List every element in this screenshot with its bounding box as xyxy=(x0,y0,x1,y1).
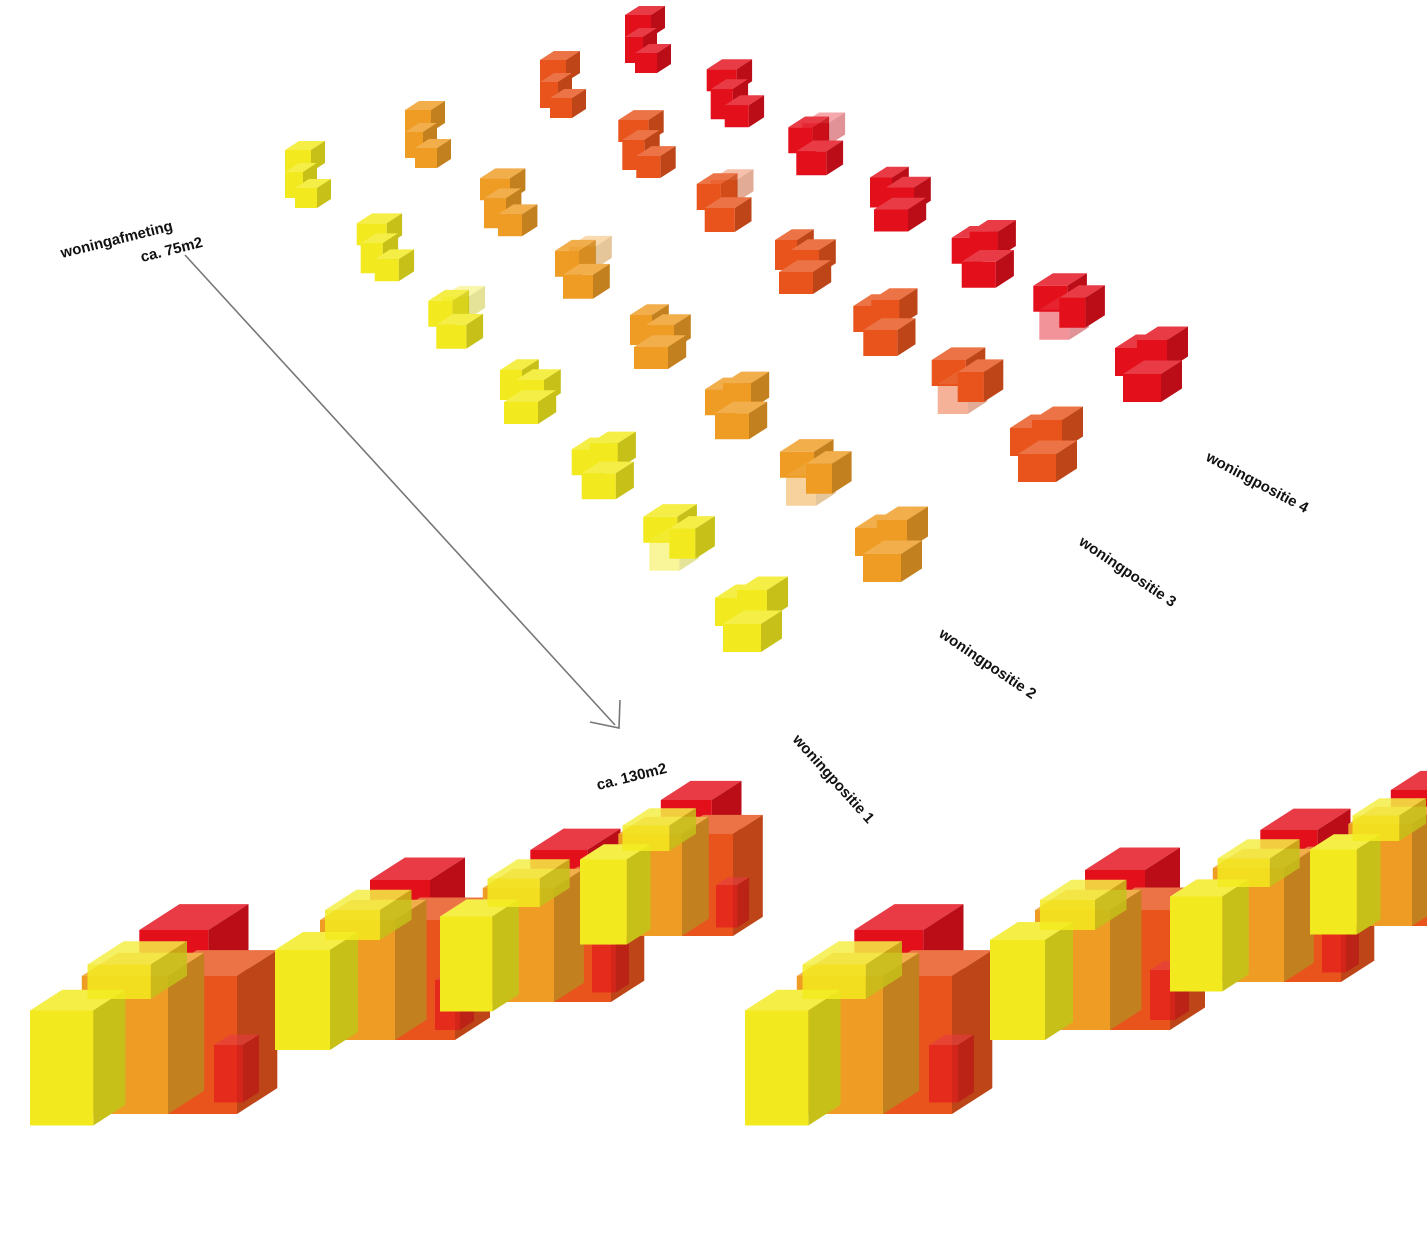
unit-3-3 xyxy=(696,169,754,232)
cluster-5 xyxy=(745,904,993,1126)
cluster-block xyxy=(1170,879,1249,992)
unit-block xyxy=(374,249,415,282)
unit-4-4 xyxy=(870,166,931,232)
unit-2-7 xyxy=(855,506,928,582)
unit-1-7 xyxy=(715,576,788,652)
cluster-block xyxy=(440,899,519,1012)
unit-block xyxy=(710,169,754,202)
unit-2-4 xyxy=(630,304,691,369)
position-2-label: woningpositie 2 xyxy=(935,625,1039,703)
cluster-block xyxy=(580,844,651,945)
unit-3-4 xyxy=(775,229,836,294)
cluster-1 xyxy=(30,904,278,1126)
cluster-block xyxy=(30,989,126,1126)
unit-block xyxy=(1018,440,1077,482)
cluster-block xyxy=(1040,879,1127,930)
unit-2-3 xyxy=(555,235,612,299)
unit-1-6 xyxy=(643,504,715,571)
unit-3-7 xyxy=(1010,406,1083,482)
unit-block xyxy=(669,516,715,559)
unit-1-4 xyxy=(500,359,561,424)
cluster-block xyxy=(87,941,187,999)
cluster-block xyxy=(622,808,696,851)
size-arrow xyxy=(184,254,621,729)
cluster-8 xyxy=(1310,770,1427,935)
unit-block xyxy=(863,318,916,356)
position-4-label: woningpositie 4 xyxy=(1202,448,1312,517)
unit-block xyxy=(636,146,676,178)
cluster-block xyxy=(1352,798,1426,841)
unit-1-2 xyxy=(356,213,415,282)
cluster-block xyxy=(802,941,902,999)
unit-block xyxy=(569,235,612,269)
position-3-label: woningpositie 3 xyxy=(1075,533,1179,611)
unit-block xyxy=(415,139,451,168)
unit-3-6 xyxy=(931,347,1004,414)
unit-block xyxy=(1059,285,1105,328)
cluster-block xyxy=(275,932,358,1050)
unit-2-1 xyxy=(405,101,451,168)
unit-block xyxy=(442,285,486,319)
unit-3-5 xyxy=(853,288,918,356)
unit-block xyxy=(863,540,922,582)
unit-4-2 xyxy=(706,59,765,128)
assembled-clusters-layer xyxy=(30,770,1427,1126)
unit-block xyxy=(874,197,927,232)
unit-block xyxy=(806,451,852,494)
unit-1-3 xyxy=(428,285,486,349)
unit-4-5 xyxy=(951,220,1016,288)
unit-block xyxy=(715,401,768,440)
unit-block xyxy=(802,112,846,146)
cluster-4 xyxy=(580,780,763,945)
cluster-block xyxy=(990,922,1073,1040)
unit-block xyxy=(635,44,671,73)
unit-3-2 xyxy=(618,110,676,178)
unit-block xyxy=(504,390,557,424)
unit-block xyxy=(704,197,752,232)
unit-4-6 xyxy=(1033,273,1105,340)
position-1-label: woningpositie 1 xyxy=(788,731,877,827)
unit-block xyxy=(498,204,538,237)
cluster-block xyxy=(325,889,412,940)
unit-2-2 xyxy=(480,168,538,237)
unit-block xyxy=(957,359,1004,402)
unit-block xyxy=(961,250,1014,288)
unit-block xyxy=(969,220,1016,258)
unit-block xyxy=(634,335,687,369)
unit-block xyxy=(581,461,634,500)
unit-1-1 xyxy=(285,141,331,208)
unit-4-1 xyxy=(625,6,671,73)
cluster-block xyxy=(592,936,629,993)
unit-block xyxy=(737,576,788,620)
unit-block xyxy=(796,140,844,176)
cluster-block xyxy=(487,859,570,907)
unit-block xyxy=(723,610,782,652)
cluster-block xyxy=(929,1034,974,1103)
unit-blocks-layer xyxy=(285,6,1188,652)
size-max-label: ca. 130m2 xyxy=(595,760,669,794)
unit-4-3 xyxy=(788,112,846,176)
unit-1-5 xyxy=(571,431,636,500)
unit-4-7 xyxy=(1115,326,1188,402)
unit-block xyxy=(550,89,586,118)
cluster-block xyxy=(745,989,841,1126)
cluster-block xyxy=(1217,839,1300,887)
unit-2-6 xyxy=(780,439,852,506)
unit-block xyxy=(563,263,610,299)
unit-block xyxy=(295,179,331,208)
cluster-block xyxy=(716,877,750,928)
unit-3-1 xyxy=(540,51,586,118)
cluster-block xyxy=(214,1034,259,1103)
unit-block xyxy=(724,95,765,128)
unit-block xyxy=(779,260,832,294)
unit-block xyxy=(436,313,484,349)
unit-block xyxy=(723,371,770,410)
cluster-block xyxy=(1310,834,1381,935)
unit-2-5 xyxy=(705,371,770,440)
unit-block xyxy=(356,213,403,246)
unit-block xyxy=(1123,360,1182,402)
